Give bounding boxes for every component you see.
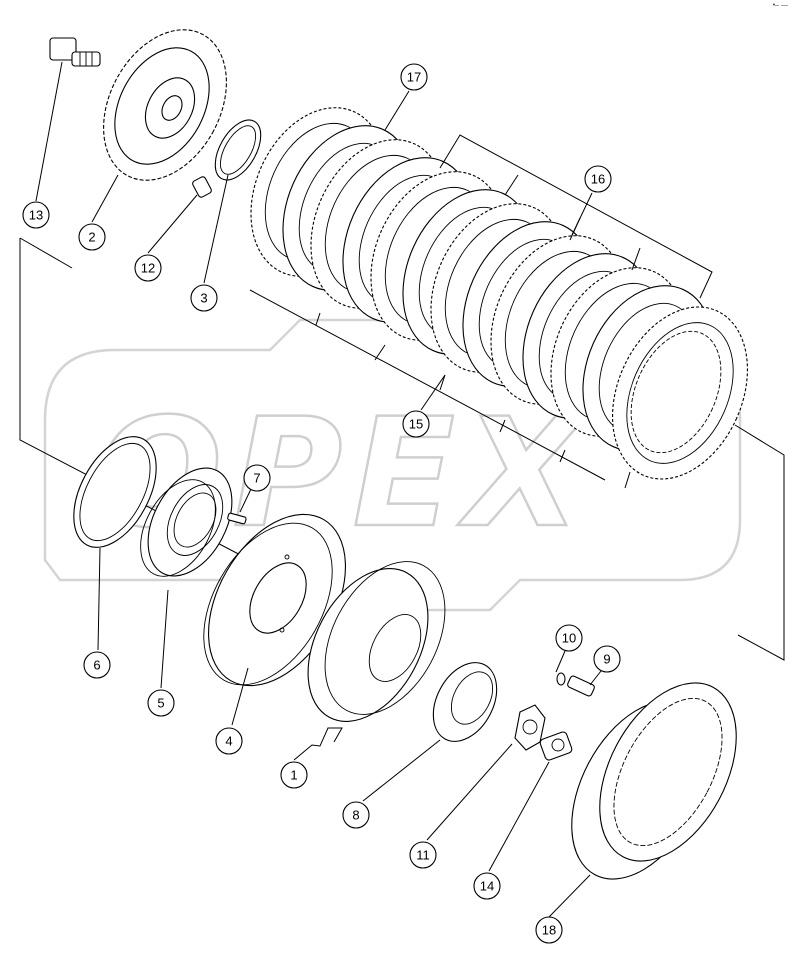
- part-3-ring: [214, 119, 262, 181]
- callout-12: 12: [134, 254, 162, 282]
- callout-11: 11: [409, 841, 437, 869]
- callout-16: 16: [584, 165, 612, 193]
- callout-14: 14: [473, 872, 501, 900]
- callout-label-8: 8: [352, 808, 359, 823]
- callout-3: 3: [190, 284, 218, 312]
- callout-label-5: 5: [157, 696, 164, 711]
- callout-5: 5: [147, 689, 175, 717]
- callout-label-13: 13: [29, 208, 43, 223]
- part-7-pin: [227, 512, 247, 525]
- part-12-pin: [192, 176, 212, 198]
- callout-label-3: 3: [200, 291, 207, 306]
- callout-9: 9: [593, 645, 621, 673]
- callout-8: 8: [342, 801, 370, 829]
- leader-lines: [35, 61, 602, 918]
- part-4-disc: [203, 513, 346, 687]
- part-9-bolt: [567, 675, 595, 697]
- part-1-drum: [307, 561, 446, 722]
- callout-10: 10: [555, 624, 583, 652]
- callout-1: 1: [280, 761, 308, 789]
- callout-label-2: 2: [88, 230, 95, 245]
- part-10-washer: [556, 672, 566, 686]
- part-2-gear-hub: [103, 29, 227, 181]
- callout-label-17: 17: [407, 70, 421, 85]
- callout-4: 4: [215, 727, 243, 755]
- part-5-piston: [140, 467, 233, 577]
- callout-label-18: 18: [542, 923, 556, 938]
- part-6-snap-ring: [73, 436, 157, 548]
- callout-label-15: 15: [409, 417, 423, 432]
- callout-18: 18: [535, 916, 563, 944]
- callout-label-10: 10: [562, 631, 576, 646]
- callout-label-16: 16: [591, 172, 605, 187]
- callout-label-9: 9: [603, 652, 610, 667]
- callout-label-6: 6: [93, 658, 100, 673]
- part-8-hub: [432, 662, 498, 742]
- callout-label-11: 11: [416, 848, 430, 863]
- part-18-ring-gear: [571, 682, 737, 880]
- part-13-bolt: [49, 37, 101, 67]
- callout-2: 2: [78, 223, 106, 251]
- part-14-nut: [539, 731, 573, 761]
- clutch-plate-pack: [249, 107, 748, 489]
- callout-15: 15: [402, 410, 430, 438]
- corner-mark: •– —: [772, 2, 788, 9]
- callout-13: 13: [22, 201, 50, 229]
- callout-6: 6: [83, 651, 111, 679]
- callout-label-14: 14: [480, 879, 494, 894]
- callout-label-4: 4: [225, 734, 232, 749]
- callout-label-12: 12: [141, 261, 155, 276]
- callout-7: 7: [243, 464, 271, 492]
- callout-17: 17: [400, 63, 428, 91]
- callout-label-7: 7: [253, 471, 260, 486]
- callout-label-1: 1: [290, 768, 297, 783]
